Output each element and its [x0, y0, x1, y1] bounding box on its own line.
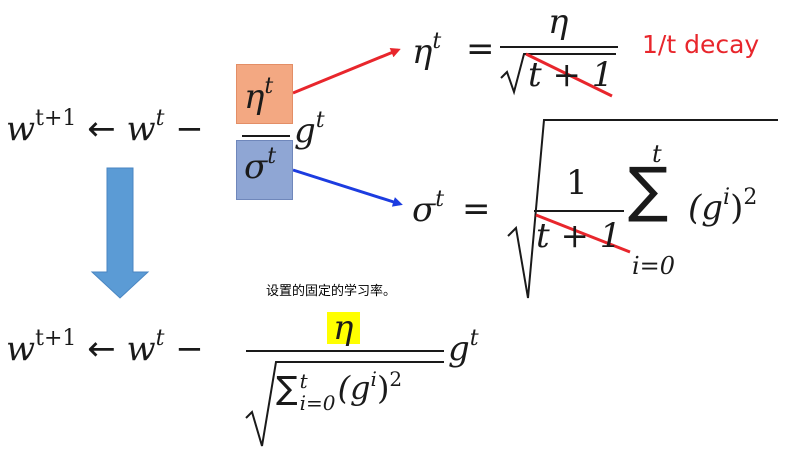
bottom-w-sup: t+1: [35, 326, 77, 351]
bottom-term-g: (g: [337, 369, 371, 407]
bottom-term-close: ): [376, 369, 390, 407]
decay-label: 1/t decay: [642, 30, 760, 59]
top-sigma: σt: [244, 146, 276, 187]
top-sigma-sup: t: [267, 144, 277, 169]
eta-box: [236, 64, 293, 124]
top-g-sup: t: [315, 108, 325, 133]
eta-strike: [525, 52, 613, 98]
eta-arrow: [292, 48, 401, 95]
bottom-g: gt: [448, 328, 479, 369]
bottom-g-sup: t: [469, 326, 479, 351]
top-eta-sup: t: [264, 74, 274, 99]
bottom-w2-sup: t: [155, 326, 165, 351]
sigma-sum-symbol: ∑: [628, 155, 669, 225]
top-w2: w: [126, 109, 156, 149]
sigma-equals: =: [462, 189, 491, 229]
eta-equals: =: [466, 29, 495, 69]
bottom-radical: [245, 361, 444, 447]
top-g: gt: [294, 110, 325, 151]
top-g-symbol: g: [294, 111, 316, 151]
sigma-sum-lower: i=0: [632, 252, 676, 280]
bottom-sum-lower: i=0: [299, 391, 336, 415]
top-w-sup: t+1: [35, 106, 77, 131]
sigma-lhs-symbol: σ: [412, 190, 436, 230]
eta-radical: [500, 53, 616, 96]
bottom-formula: wt+1 ← wt −: [6, 328, 204, 369]
eta-formula-lhs: ηt: [412, 31, 441, 72]
top-minus: −: [175, 109, 204, 149]
top-eta: ηt: [244, 76, 273, 117]
bottom-sum-upper: t: [299, 369, 308, 393]
bottom-term-i: i: [370, 367, 377, 391]
sigma-term-close: ): [730, 188, 744, 228]
bottom-term-two: 2: [389, 367, 403, 391]
top-w2-sup: t: [155, 106, 165, 131]
sigma-term-i: i: [723, 185, 731, 210]
sigma-radical: [507, 119, 778, 299]
top-w: w: [6, 109, 36, 149]
bottom-g-symbol: g: [448, 329, 470, 369]
sigma-box: [236, 140, 293, 200]
eta-lhs-symbol: η: [412, 32, 433, 72]
sigma-sum-upper: t: [652, 140, 662, 168]
learning-rate-note: 设置的固定的学习率。: [266, 284, 397, 299]
down-arrow: [90, 167, 150, 299]
bottom-eta: η: [333, 308, 354, 348]
top-formula: wt+1 ← wt −: [6, 108, 204, 149]
sigma-formula-lhs: σt: [412, 189, 444, 230]
sigma-lhs-sup: t: [435, 187, 445, 212]
sigma-term: (gi)2: [688, 187, 757, 228]
sigma-term-two: 2: [743, 185, 758, 210]
bottom-minus: −: [175, 329, 204, 369]
bottom-w2: w: [126, 329, 156, 369]
bottom-w: w: [6, 329, 36, 369]
top-eta-symbol: η: [244, 77, 265, 117]
eta-denominator: t + 1: [528, 55, 614, 95]
sigma-strike: [535, 213, 631, 254]
eta-lhs-sup: t: [432, 29, 442, 54]
sigma-arrow: [292, 168, 403, 207]
top-left-arrow: ←: [87, 109, 116, 149]
eta-highlight: [327, 312, 360, 344]
sigma-denominator: t + 1: [536, 216, 622, 256]
bottom-sum-symbol: ∑: [276, 369, 298, 407]
eta-numerator: η: [548, 2, 569, 42]
bottom-left-arrow: ←: [87, 329, 116, 369]
sigma-one: 1: [566, 163, 588, 203]
sigma-term-g: (g: [688, 188, 724, 228]
top-sigma-symbol: σ: [244, 147, 268, 187]
